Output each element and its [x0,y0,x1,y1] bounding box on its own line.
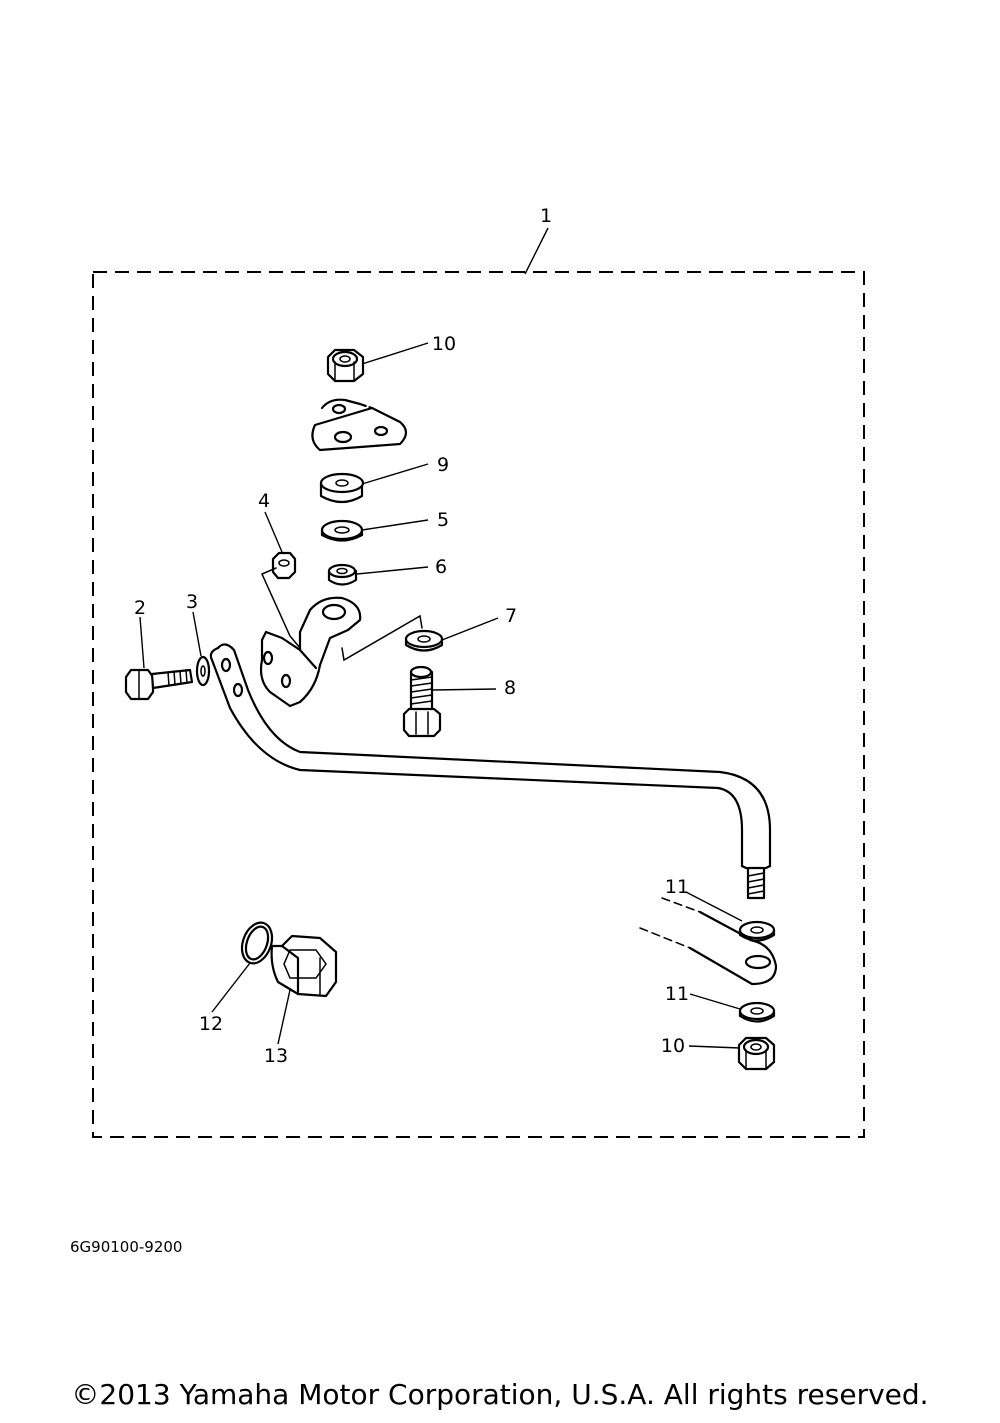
bracket [259,596,362,708]
callout-5: 5 [437,509,449,531]
o-ring[interactable] [237,918,278,967]
callout-11-upper: 11 [665,876,689,898]
diagram-code: 6G90100-9200 [70,1238,183,1256]
callout-9: 9 [437,454,449,476]
callout-3: 3 [186,591,198,613]
washer-11-lower[interactable] [738,1001,776,1023]
bolt[interactable] [124,668,194,701]
nut-10-top[interactable] [326,348,365,383]
assembly-frame [92,271,865,1138]
flat-washer-5[interactable] [320,519,364,542]
stud-bolt[interactable] [402,665,442,738]
callout-2: 2 [134,597,146,619]
callout-4: 4 [258,490,270,512]
callout-10-bottom: 10 [661,1035,685,1057]
washer-7[interactable] [404,629,444,652]
callout-7: 7 [505,605,517,627]
lower-arm [639,897,778,986]
link-rod [209,643,772,900]
spacer-9[interactable] [319,472,365,504]
callout-6: 6 [435,556,447,578]
washer-clip[interactable] [195,655,211,687]
hex-nut-large[interactable] [270,934,338,998]
callout-13: 13 [264,1045,288,1067]
triangular-plate [311,398,408,452]
copyright-notice: ©2013 Yamaha Motor Corporation, U.S.A. A… [71,1378,929,1411]
washer-11-upper[interactable] [738,920,776,942]
callout-10-top: 10 [432,333,456,355]
callout-12: 12 [199,1013,223,1035]
callout-8: 8 [504,677,516,699]
exploded-view-drawing: 1 10 9 5 6 [92,205,865,1138]
nut-10-bottom[interactable] [737,1036,776,1071]
parts-diagram: 1 10 9 5 6 [92,205,865,1138]
callout-1: 1 [540,205,552,227]
collar-6[interactable] [327,563,358,586]
callout-11-lower: 11 [665,983,689,1005]
small-nut[interactable] [271,551,297,580]
